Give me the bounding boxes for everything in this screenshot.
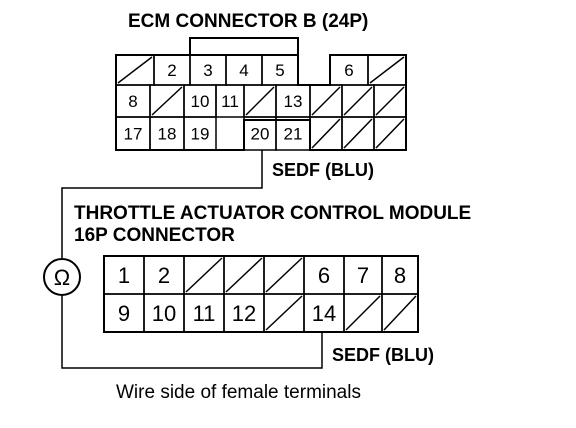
unused-terminal-slash <box>265 295 303 331</box>
terminal-number: 17 <box>124 125 143 144</box>
terminal-number: 6 <box>318 263 330 288</box>
terminal-number: 5 <box>275 61 284 80</box>
terminal-number: 13 <box>284 92 303 111</box>
unused-terminal-slash <box>265 257 303 293</box>
tac-wire <box>61 296 323 369</box>
ohmmeter-icon <box>43 258 81 296</box>
terminal-number: 3 <box>203 61 212 80</box>
terminal-number: 18 <box>158 125 177 144</box>
terminal-number: 2 <box>158 263 170 288</box>
terminal-number: 4 <box>239 61 248 80</box>
unused-terminal-slash <box>225 257 263 293</box>
ecm-terminal <box>373 116 407 151</box>
caption: Wire side of female terminals <box>116 382 361 403</box>
unused-terminal-slash <box>343 86 373 116</box>
unused-terminal-slash <box>185 257 223 293</box>
tac-terminal <box>381 293 419 333</box>
ohm-symbol: Ω <box>54 265 70 290</box>
unused-terminal-slash <box>311 86 341 116</box>
ecm-wire <box>61 150 263 258</box>
terminal-number: 11 <box>193 301 216 326</box>
unused-terminal-slash <box>343 118 373 149</box>
unused-terminal-slash <box>369 56 405 84</box>
tac-connector-title: 16P CONNECTOR <box>74 225 235 246</box>
unused-terminal-slash <box>383 295 417 331</box>
terminal-number: 11 <box>221 92 239 111</box>
ecm-locking-tab <box>189 37 299 55</box>
unused-terminal-slash <box>345 295 381 331</box>
ecm-connector-title: ECM CONNECTOR B (24P) <box>128 11 369 32</box>
terminal-number: 14 <box>312 301 336 326</box>
unused-terminal-slash <box>151 86 183 116</box>
terminal-number: 20 <box>251 125 270 144</box>
unused-terminal-slash <box>375 118 405 149</box>
ecm-wire-color-label: SEDF (BLU) <box>272 160 374 180</box>
ecm-terminal <box>183 116 217 151</box>
terminal-number: 1 <box>118 263 130 288</box>
ecm-terminal-grid: 2 3 4 5 6 8 10 11 13 17 18 19 20 21 <box>115 54 407 151</box>
terminal-number: 10 <box>191 92 210 111</box>
unused-terminal-slash <box>311 118 341 149</box>
terminal-number: 8 <box>128 92 137 111</box>
terminal-number: 6 <box>344 61 353 80</box>
terminal-number: 10 <box>152 301 176 326</box>
terminal-number: 2 <box>167 61 176 80</box>
terminal-number: 8 <box>394 263 406 288</box>
unused-terminal-slash <box>375 86 405 116</box>
tac-wire-color-label: SEDF (BLU) <box>332 345 434 365</box>
unused-terminal-slash <box>245 86 275 116</box>
unused-terminal-slash <box>117 56 153 84</box>
terminal-number: 21 <box>284 125 303 144</box>
terminal-number: 19 <box>191 125 210 144</box>
terminal-number: 7 <box>357 263 369 288</box>
terminal-number: 12 <box>232 301 256 326</box>
terminal-number: 9 <box>118 301 130 326</box>
tac-module-title: THROTTLE ACTUATOR CONTROL MODULE <box>74 203 472 224</box>
